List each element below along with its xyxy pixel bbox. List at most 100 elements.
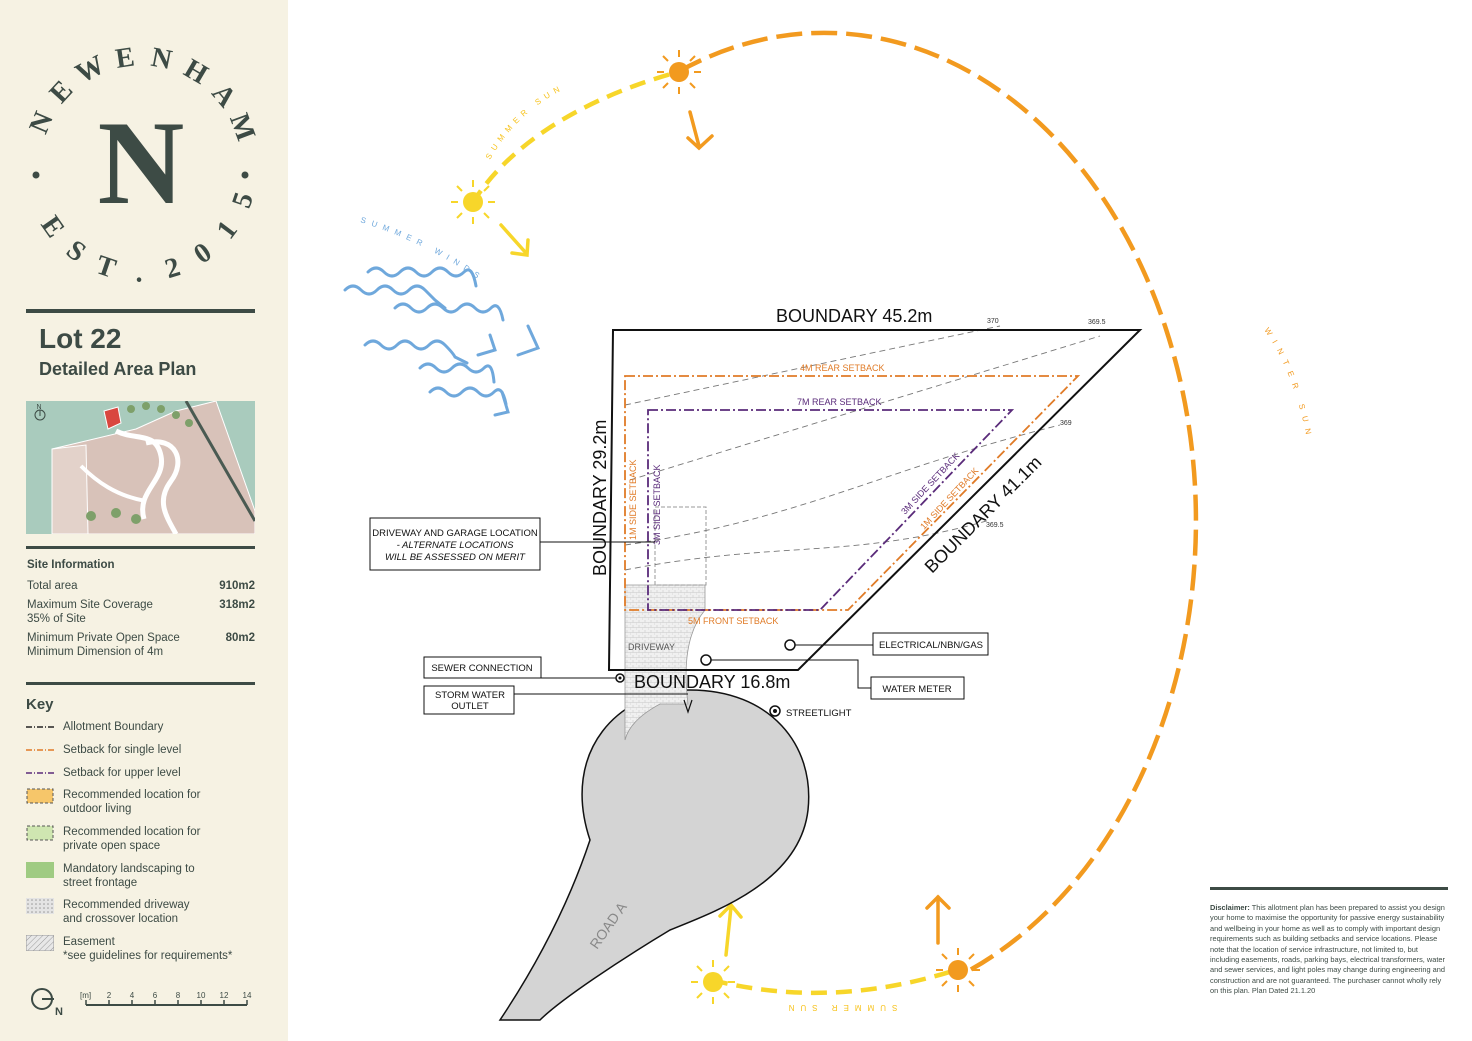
logo-monogram: N [98,96,185,229]
streetlight-label: STREETLIGHT [786,708,852,719]
summer-sun-bottom-label: SUMMER SUN [783,1003,898,1012]
site-info-heading: Site Information [27,559,115,571]
contour-lines [624,325,1101,571]
logo-name-letter: N [23,107,59,138]
logo-dot-left [32,171,40,179]
summer-sun-label: SUMMER SUN [484,83,566,161]
logo-name-letter: H [179,53,214,91]
logo-name-letter: N [149,42,175,76]
scale-tick-label: 6 [153,991,158,1000]
allotment-boundary [607,329,1143,671]
sun-path [470,30,1199,996]
upper-level-setback [647,409,1015,611]
easement-swatch [26,935,54,951]
water-meter-icon [700,654,712,666]
storm-water-callout: STORM WATER OUTLET [423,685,693,715]
callout-text: WATER METER [882,684,951,695]
key-label: Setback for single level [63,744,182,756]
sewer-callout: SEWER CONNECTION [423,656,625,683]
boundary-south-label: BOUNDARY 16.8m [634,672,790,692]
key-label: Setback for upper level [63,767,181,779]
contour-label: 369 [1060,420,1072,427]
logo-est-letter: . [135,257,143,288]
minimap-north-label: N [37,404,42,411]
sun-icon [451,180,495,224]
allotment-boundary-swatch [26,726,54,728]
upper-level-setback-swatch [26,772,54,774]
callout-text: - ALTERNATE LOCATIONS [397,540,514,551]
logo-name-letter: E [113,41,136,74]
scale-tick-label: 12 [220,991,229,1000]
logo-est-letter: S [60,234,91,268]
north-label: N [55,1006,63,1018]
private-open-space-swatch [26,825,54,841]
logo-name-letter: M [223,109,261,145]
logo-est-letter: 1 [211,215,244,245]
callout-text: STORM WATER [435,690,505,701]
sun-icon [936,948,980,992]
logo-est-letter: 5 [226,189,260,212]
summer-sun-top-path: SUMMER SUN [484,83,561,161]
divider [26,546,255,549]
disclaimer-body: This allotment plan has been prepared to… [1210,903,1446,996]
lot-title: Lot 22 [39,323,122,354]
divider [26,682,255,685]
location-minimap: N [26,401,255,534]
electrical-pit-icon [784,639,796,651]
callout-text: OUTLET [451,701,489,712]
garage-outline [654,506,707,586]
key-label: Recommended driveway and crossover locat… [63,899,190,925]
setback-label: 5M FRONT SETBACK [688,616,778,626]
key-label: Easement *see guidelines for requirement… [63,936,233,962]
scale-tick-label: 2 [107,991,112,1000]
summer-winds-icon [343,266,541,417]
summer-winds-label: SUMMER WINDS [359,215,486,283]
summer-winds-path: SUMMER WINDS [359,215,480,283]
contour-label: 369.5 [986,522,1004,529]
contour-label: 369.5 [1088,319,1106,326]
key-label: Recommended location for private open sp… [63,826,201,852]
arrow-icon [499,110,951,957]
setback-label: 1M SIDE SETBACK [628,459,638,540]
site-info-value: 80m2 [225,632,255,644]
key-label: Recommended location for outdoor living [63,789,201,815]
site-info-value: 910m2 [219,580,255,592]
logo-est-letter: T [92,249,120,284]
driveway-garage-callout: DRIVEWAY AND GARAGE LOCATION - ALTERNATE… [369,517,655,571]
disclaimer-date: Plan Dated 21.1.20 [1251,986,1316,996]
logo-name-letter: E [44,75,79,110]
site-info-value: 318m2 [219,599,255,611]
winter-sun-label: WINTER SUN [1262,326,1314,442]
logo-dot-right [241,171,249,179]
storm-water-outlet-icon [683,699,693,714]
logo-name-letter: A [205,78,242,114]
water-meter-callout: WATER METER [700,654,965,700]
scale-tick-label: 14 [243,991,252,1000]
site-plan: SUMMER SUN SUMMER WINDS WINTER SUN SUMME… [343,30,1314,1021]
sun-icon [657,50,701,94]
key-label: Allotment Boundary [63,721,164,733]
key-label: Mandatory landscaping to street frontage [63,863,195,889]
single-level-setback [624,375,1081,611]
divider [26,309,255,313]
driveway-label: DRIVEWAY [628,642,675,652]
logo-est-letter: 2 [161,251,183,285]
setback-label: 4M REAR SETBACK [800,363,885,373]
electrical-callout: ELECTRICAL/NBN/GAS [784,632,989,656]
disclaimer-heading: Disclaimer: [1210,903,1250,912]
setback-label: 7M REAR SETBACK [797,397,882,407]
logo-est-letter: E [34,210,70,243]
site-info-label: Minimum Private Open Space Minimum Dimen… [27,632,180,658]
landscaping-swatch [26,862,54,878]
setback-label: 3M SIDE SETBACK [899,451,961,517]
setback-label: 3M SIDE SETBACK [652,464,662,545]
scale-tick-label: 4 [130,991,135,1000]
scale-tick-label: 10 [197,991,206,1000]
winter-sun-path: WINTER SUN [1262,326,1307,442]
outdoor-living-swatch [26,788,54,804]
disclaimer: Disclaimer: This allotment plan has been… [1210,903,1446,997]
